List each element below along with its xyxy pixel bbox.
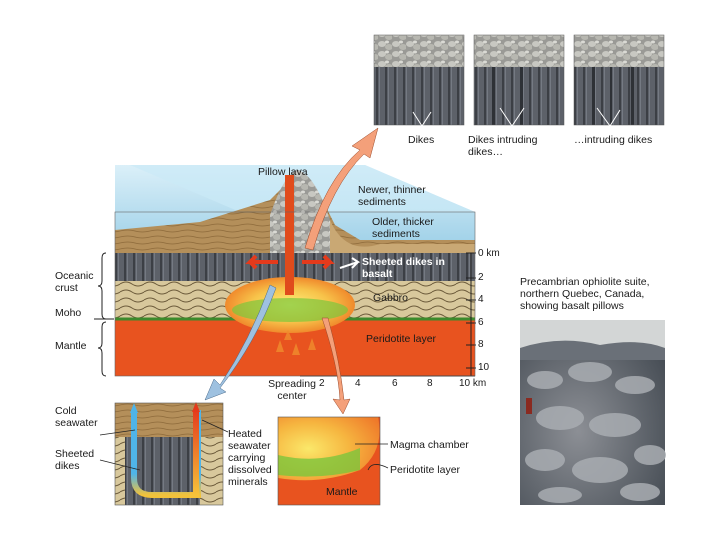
dike-panel-3	[573, 34, 665, 127]
callout-arrow-seawater	[204, 284, 277, 401]
label-moho: Moho	[55, 307, 82, 319]
label-older-sediments: Older, thicker sediments	[372, 216, 434, 240]
depth-tick-4: 4	[478, 294, 484, 305]
ophiolite-photo	[520, 320, 666, 505]
label-spreading-center: Spreading center	[268, 378, 316, 402]
photo-caption: Precambrian ophiolite suite, northern Qu…	[520, 276, 650, 312]
depth-tick-6: 6	[478, 317, 484, 328]
label-oceanic-crust: Oceanic crust	[55, 270, 94, 294]
label-dikes-intruding-dikes: Dikes intruding dikes…	[468, 134, 538, 158]
label-dikes: Dikes	[408, 134, 435, 146]
label-newer-sediments: Newer, thinner sediments	[358, 184, 426, 208]
label-intruding-dikes: …intruding dikes	[574, 134, 653, 146]
label-cold-seawater: Cold seawater	[55, 405, 98, 429]
distance-tick-8: 8	[427, 378, 433, 389]
label-mantle: Mantle	[55, 340, 87, 352]
label-sheeted-dikes: Sheeted dikes in basalt	[362, 256, 445, 280]
distance-tick-4: 4	[355, 378, 361, 389]
label-inset-sheeted-dikes: Sheeted dikes	[55, 448, 95, 472]
label-inset-mantle: Mantle	[326, 486, 358, 498]
label-magma-chamber: Magma chamber	[390, 439, 469, 451]
distance-tick-10km: 10 km	[459, 378, 487, 389]
dike-panel-2	[473, 34, 565, 127]
left-brackets	[94, 252, 114, 377]
depth-tick-2: 2	[478, 272, 484, 283]
depth-tick-8: 8	[478, 339, 484, 350]
callout-arrow-dikes	[304, 127, 379, 251]
label-pillow-lava: Pillow lava	[258, 166, 308, 178]
dike-panel-1	[373, 34, 465, 127]
depth-tick-0: 0 km	[478, 248, 500, 259]
label-heated-seawater: Heated seawater carrying dissolved miner…	[228, 428, 272, 488]
hydrothermal-inset	[99, 402, 229, 506]
label-gabbro: Gabbro	[373, 292, 409, 304]
distance-tick-6: 6	[392, 378, 398, 389]
callout-arrow-magma	[321, 317, 351, 415]
label-peridotite: Peridotite layer	[366, 333, 437, 345]
label-inset-peridotite: Peridotite layer	[390, 464, 461, 476]
distance-tick-2: 2	[319, 378, 325, 389]
depth-tick-10: 10	[478, 362, 490, 373]
magma-chamber-inset	[277, 416, 389, 506]
